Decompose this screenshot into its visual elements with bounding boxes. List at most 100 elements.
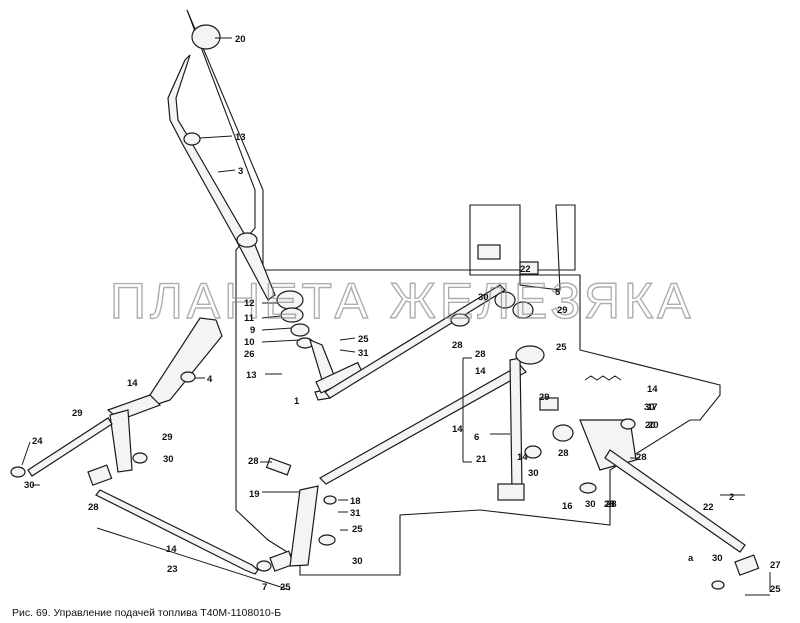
bushing-11 [280, 307, 304, 323]
callout-label: 6 [474, 432, 479, 443]
washer-27 [711, 580, 725, 590]
pin-14-top [519, 261, 539, 275]
callout-label: 16 [562, 501, 573, 512]
callout-label: 11 [244, 313, 255, 324]
callout-label: 24 [32, 436, 43, 447]
washer-22-right [579, 482, 597, 494]
callout-label: 25 [556, 342, 567, 353]
washer-28-center [524, 445, 542, 459]
callout-label: 30 [585, 499, 596, 510]
boot [236, 232, 258, 248]
fork-28 [450, 313, 470, 327]
callout-label: 26 [244, 349, 255, 360]
callout-label: 28 [452, 340, 463, 351]
lever-18 [289, 485, 319, 567]
lever-knob [191, 24, 221, 50]
clevis-15 [734, 554, 760, 576]
callout-label: 22 [520, 264, 531, 275]
callout-label: 30 [712, 553, 723, 564]
spring-17 [584, 375, 622, 381]
callout-label: 14 [166, 544, 177, 555]
callout-label: 14 [475, 366, 486, 377]
callout-label: 14 [452, 424, 463, 435]
washer-31 [323, 495, 337, 505]
callout-label: 28 [604, 499, 615, 510]
callout-label: 28 [88, 502, 99, 513]
callout-label: 15 [0, 0, 11, 3]
collar-5 [515, 345, 545, 365]
washer-13 [183, 132, 201, 146]
callout-label: 29 [162, 432, 173, 443]
washer-29 [512, 301, 534, 319]
callout-label: 29 [72, 408, 83, 419]
callout-label: 27 [770, 560, 781, 571]
link-22 [477, 244, 501, 260]
callout-label: 28 [248, 456, 259, 467]
callout-label: 29 [539, 392, 550, 403]
callout-label: 28 [606, 499, 617, 510]
callout-label: 14 [647, 384, 658, 395]
callout-label: 20 [235, 34, 246, 45]
callout-label: 20 [648, 420, 659, 431]
watermark: ПЛАНЕТА ЖЕЛЕЗЯКА [110, 273, 694, 329]
shaft-24 [27, 417, 113, 477]
pin-14-right [539, 397, 559, 411]
clevis-14-mid [497, 483, 525, 501]
middle-shaft [319, 364, 527, 485]
callout-label: 30 [163, 454, 174, 465]
eye-upper [494, 291, 516, 309]
callout-label: 30 [644, 402, 655, 413]
callout-label: 9 [250, 325, 255, 336]
callout-label: 10 [244, 337, 255, 348]
callout-label: 4 [207, 374, 213, 385]
callout-label: 28 [475, 349, 486, 360]
callout-label: 22 [703, 502, 714, 513]
callout-label: 14 [517, 452, 528, 463]
callout-label: 31 [358, 348, 369, 359]
callout-label: 13 [235, 132, 246, 143]
callout-label: 28 [558, 448, 569, 459]
callout-label: 3 [238, 166, 243, 177]
washer-29-left [10, 466, 26, 478]
washer-28-mid [318, 534, 336, 546]
upper-rod [324, 284, 506, 399]
assembly-boundary [186, 9, 721, 576]
callout-label: 29 [557, 305, 568, 316]
callout-label: 31 [350, 508, 361, 519]
bracket-16 [579, 419, 637, 471]
rod-2 [604, 449, 746, 553]
callout-label: 17 [647, 402, 658, 413]
leader-lines [21, 37, 771, 596]
callout-label: 19 [249, 489, 260, 500]
rod-23 [95, 489, 259, 575]
shaft-21 [509, 357, 523, 493]
callout-label: 7 [262, 582, 267, 593]
washer-29-center [552, 424, 574, 442]
pedal-plate [149, 317, 223, 406]
callout-label: 1 [294, 396, 300, 407]
callout-label: 2 [729, 492, 734, 503]
callout-label: 30 [478, 292, 489, 303]
callout-label: 30 [352, 556, 363, 567]
callout-label: 30 [528, 468, 539, 479]
callout-label: 20 [645, 420, 656, 431]
callout-label: 25 [358, 334, 369, 345]
callout-label: 23 [167, 564, 178, 575]
washer-28-pedal [132, 452, 148, 464]
nut-9 [290, 323, 310, 337]
callout-label: 18 [350, 496, 361, 507]
pedal-bracket [109, 409, 133, 473]
callout-label: a [688, 553, 694, 564]
callout-label: 5 [555, 287, 561, 298]
callout-label: 21 [476, 454, 487, 465]
callout-label: 12 [244, 298, 255, 309]
callout-label: 25 [770, 584, 781, 595]
callout-label: 25 [352, 524, 363, 535]
callout-label: 14 [127, 378, 138, 389]
washer-28-right [620, 418, 636, 430]
callout-label: 28 [636, 452, 647, 463]
washer-29-pedal [180, 371, 196, 383]
callout-label: 25 [280, 582, 291, 593]
callout-labels: 2013312119102625311312830281425529302028… [0, 0, 781, 595]
